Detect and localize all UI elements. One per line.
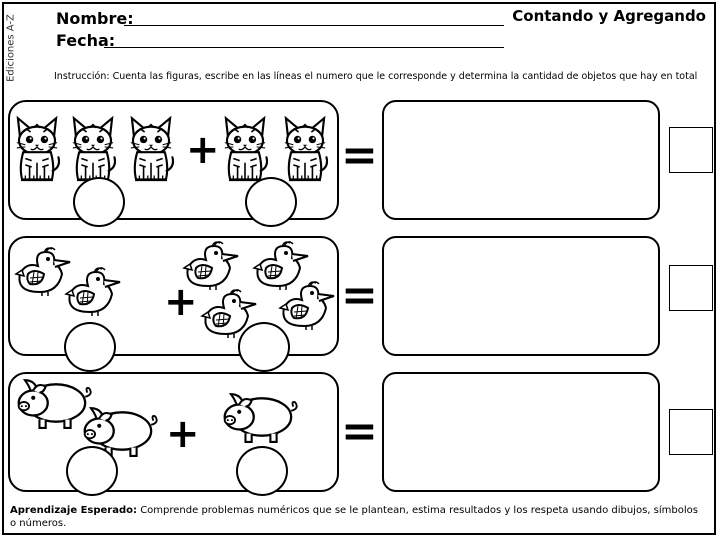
plus-sign: +: [186, 127, 220, 173]
bird-icon: [276, 278, 342, 330]
total-answer-box-3[interactable]: [669, 409, 713, 455]
worksheet-border: [2, 2, 716, 535]
cat-icon: [124, 114, 178, 184]
name-line[interactable]: [124, 25, 504, 26]
total-answer-box-1[interactable]: [669, 127, 713, 173]
expected-learning-text: Comprende problemas numéricos que se le …: [10, 505, 698, 529]
answer-circle-left[interactable]: [64, 322, 116, 372]
bird-icon: [180, 238, 246, 290]
cat-icon: [66, 114, 120, 184]
equals-sign: =: [341, 270, 378, 321]
plus-sign: +: [166, 411, 200, 457]
total-answer-box-2[interactable]: [669, 265, 713, 311]
equals-sign: =: [341, 130, 378, 181]
answer-circle-left[interactable]: [66, 446, 118, 496]
instruction-text: Instrucción: Cuenta las figuras, escribe…: [54, 71, 698, 82]
cat-icon: [278, 114, 332, 184]
expected-learning: Aprendizaje Esperado: Comprende problema…: [10, 504, 700, 530]
problem-box-2: [8, 236, 339, 356]
equals-sign: =: [341, 406, 378, 457]
answer-circle-right[interactable]: [236, 446, 288, 496]
cat-icon: [10, 114, 64, 184]
plus-sign: +: [164, 279, 198, 325]
answer-circle-left[interactable]: [73, 177, 125, 227]
total-drawing-box-3[interactable]: [382, 372, 660, 492]
date-line[interactable]: [104, 47, 504, 48]
problem-box-3: [8, 372, 339, 492]
total-drawing-box-1[interactable]: [382, 100, 660, 220]
cat-icon: [218, 114, 272, 184]
publisher-label: Ediciones A-Z: [5, 14, 17, 82]
answer-circle-right[interactable]: [238, 322, 290, 372]
total-drawing-box-2[interactable]: [382, 236, 660, 356]
pig-icon: [220, 390, 300, 444]
problem-box-1: [8, 100, 339, 220]
expected-learning-label: Aprendizaje Esperado:: [10, 505, 138, 516]
answer-circle-right[interactable]: [245, 177, 297, 227]
page-title: Contando y Agregando: [512, 7, 706, 25]
name-label: Nombre:: [56, 9, 134, 28]
bird-icon: [62, 264, 128, 316]
date-label: Fecha:: [56, 31, 116, 50]
